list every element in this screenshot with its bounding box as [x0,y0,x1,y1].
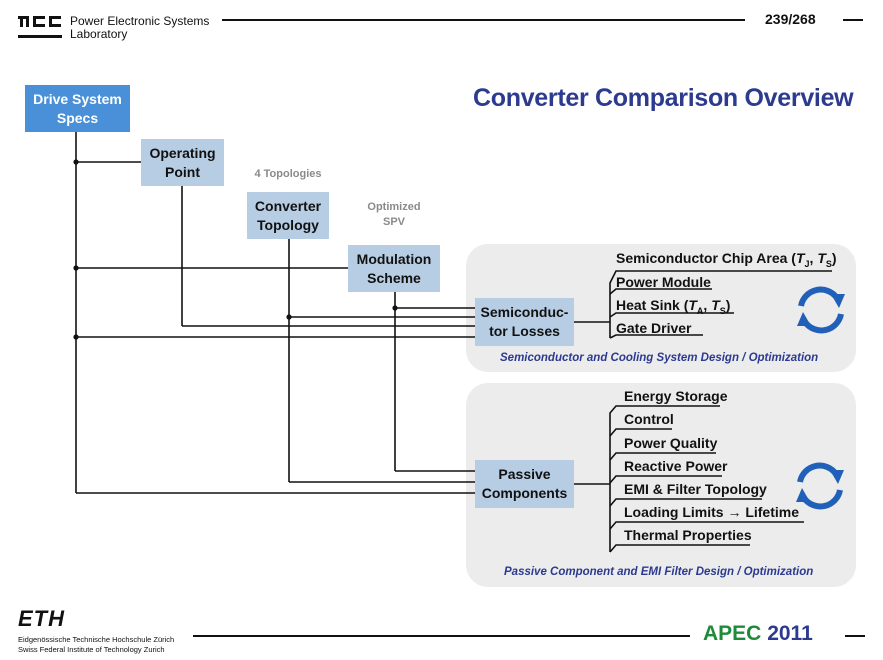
passive-item: Reactive Power [624,458,728,474]
drive-system-line2: Specs [56,109,99,126]
page-number: 239/268 [765,11,816,27]
semiconductor-chip-area-item: Semiconductor Chip Area (TJ, TS) [616,249,837,273]
optimized-note-line1: Optimized [367,201,421,213]
chip-area-t2: T [817,250,826,266]
passive-item: Loading Limits → Lifetime [624,504,800,520]
header-rule-end [843,19,863,21]
optimized-note-line2: SPV [382,216,405,228]
page-title: Converter Comparison Overview [473,84,854,112]
heat-sink-item: Heat Sink (TA, TS) [616,296,730,320]
semiconductor-losses-box: Semiconduc-tor Losses [475,298,574,346]
gate-driver-item: Gate Driver [616,320,692,336]
heat-sink-prefix: Heat Sink ( [616,297,689,313]
lab-name-line1: Power Electronic Systems [70,14,210,28]
eth-logo: ETH [18,606,65,631]
eth-name-line2: Swiss Federal Institute of Technology Zu… [18,645,165,654]
chip-area-sep: , [809,250,818,266]
semiconductor-losses-line2: tor Losses [489,323,560,339]
modulation-scheme-line2: Scheme [367,269,421,286]
heat-sink-s1: A [696,305,704,316]
footer-rule-end [845,635,865,637]
passive-caption: Passive Component and EMI Filter Design … [504,566,814,578]
heat-sink-sep: , [703,297,712,313]
operating-point-line2: Point [165,163,200,180]
lab-name-line2: Laboratory [70,27,128,41]
header-rule [222,19,745,21]
optimized-note: Optimized SPV [352,200,436,230]
passive-components-line1: Passive [498,466,551,482]
passive-item: Thermal Properties [624,527,752,543]
optimization-cycle-icon [797,286,845,334]
chip-area-suffix: ) [831,250,837,266]
passive-item: Energy Storage [624,388,728,404]
passive-item: Power Quality [624,435,718,451]
apec-text: APEC [703,622,762,645]
drive-system-line1: Drive System [33,90,122,107]
footer-rule [193,635,690,637]
pes-logo [18,16,62,38]
topologies-note: 4 Topologies [254,168,322,180]
converter-topology-line2: Topology [257,216,319,233]
lab-name: Power Electronic Systems Laboratory [70,15,209,41]
chip-area-t1: T [795,250,805,266]
chip-area-s1: J [804,258,810,269]
heat-sink-suffix: ) [725,297,731,313]
semiconductor-caption: Semiconductor and Cooling System Design … [500,352,819,364]
passive-item: EMI & Filter Topology [624,481,767,497]
operating-point-line1: Operating [149,144,216,161]
modulation-scheme-line1: Modulation [356,250,432,267]
heat-sink-t1: T [688,297,697,313]
eth-name-line1: Eidgenössische Technische Hochschule Zür… [18,635,175,644]
passive-item: Control [624,411,674,427]
heat-sink-t2: T [711,297,720,313]
passive-components-line2: Components [481,485,568,501]
chip-area-prefix: Semiconductor Chip Area ( [616,250,796,266]
heat-sink-s2: S [719,305,726,316]
chip-area-s2: S [825,258,832,269]
eth-name: Eidgenössische Technische Hochschule Zür… [18,635,174,655]
apec-year: 2011 [767,622,813,645]
semiconductor-losses-line1: Semiconduc- [480,304,569,320]
optimization-cycle-icon [796,462,844,510]
converter-topology-line1: Converter [254,197,322,214]
power-module-item: Power Module [616,274,711,290]
apec-logo: APEC 2011 [703,622,813,646]
